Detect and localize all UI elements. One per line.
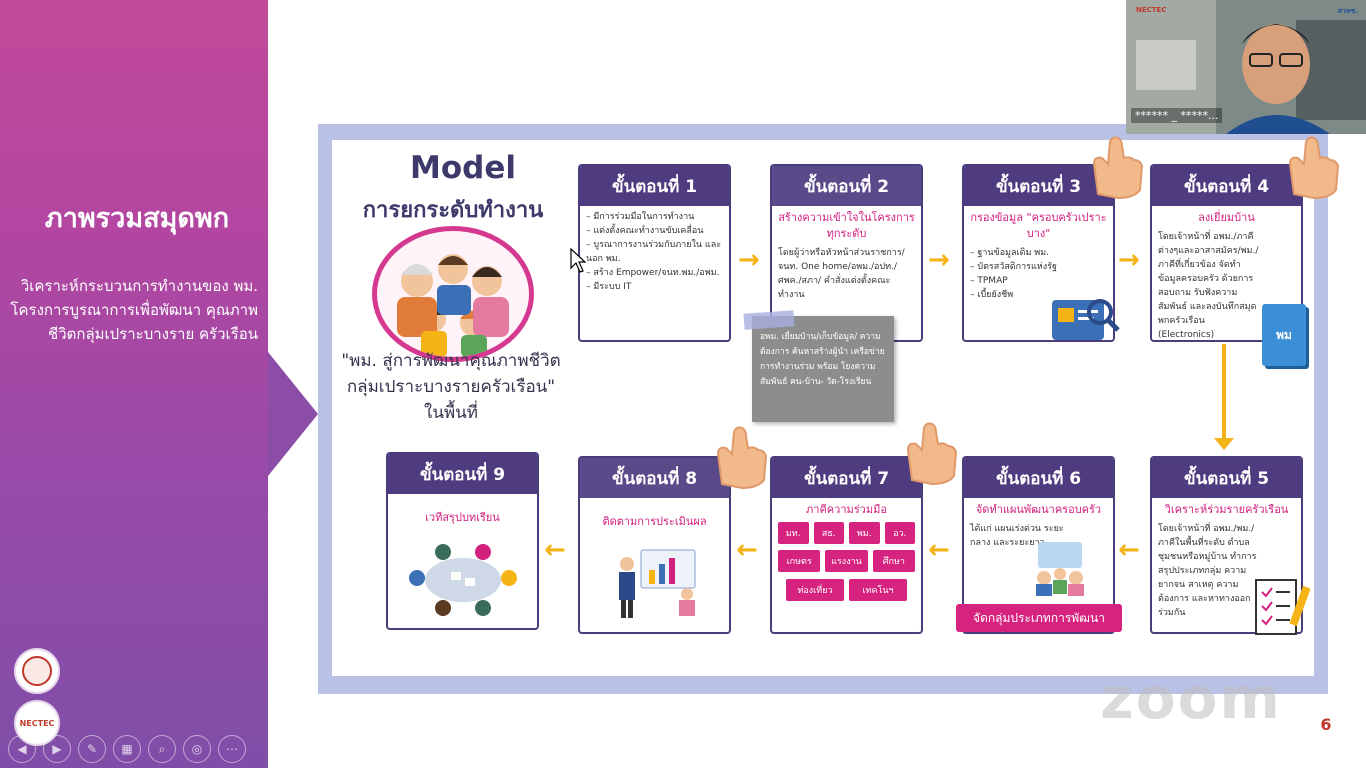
- participant-name: ****** _ *****...: [1131, 108, 1223, 123]
- partner-grid: มท. สธ. พม. อว.: [772, 518, 921, 548]
- arrow-right-icon: →: [928, 245, 950, 275]
- list-item: เบี้ยยังชีพ: [970, 288, 1107, 302]
- step-3-list: ฐานข้อมูลเดิม พม. บัตรสวัสดิการแห่งรัฐ T…: [964, 242, 1113, 306]
- partner-grid: เกษตร แรงงาน ศึกษา: [772, 548, 921, 574]
- arrow-left-icon: ←: [544, 535, 566, 565]
- step-9-subtitle: เวทีสรุปบทเรียน: [425, 511, 500, 524]
- step-4-subtitle: ลงเยี่ยมบ้าน: [1198, 211, 1255, 224]
- step-2-title: ขั้นตอนที่ 2: [772, 166, 921, 206]
- step-5-subtitle: วิเคราะห์ร่วมรายครัวเรือน: [1164, 503, 1289, 516]
- step-2-body: โดยผู้ว่าหรือหัวหน้าส่วนราชการ/จนท. One …: [778, 248, 905, 300]
- step-8-title: ขั้นตอนที่ 8: [580, 458, 729, 498]
- list-item: สร้าง Empower/จนท.พม./อพม.: [586, 266, 723, 280]
- hand-pointer-icon: [902, 420, 962, 486]
- partner-tag: พม.: [849, 522, 880, 544]
- zoom-watermark: zoom: [1100, 664, 1282, 732]
- family-illustration: [372, 226, 534, 362]
- zoom-magnifier-icon[interactable]: ⌕: [148, 735, 176, 763]
- arrow-right-icon: →: [1118, 245, 1140, 275]
- step-5-title: ขั้นตอนที่ 5: [1152, 458, 1301, 498]
- nectec-video-logo: NECTEC: [1136, 6, 1167, 14]
- step-3-subtitle: กรองข้อมูล "ครอบครัวเปราะบาง": [970, 211, 1107, 240]
- step-7-subtitle: ภาคีความร่วมมือ: [806, 503, 887, 516]
- partner-tag: เทคโนฯ: [849, 579, 907, 601]
- sidebar-pointer: [268, 352, 318, 476]
- arrow-left-icon: ←: [736, 535, 758, 565]
- arrow-left-icon: ←: [1118, 535, 1140, 565]
- step-3-title: ขั้นตอนที่ 3: [964, 166, 1113, 206]
- step-2-subtitle: สร้างความเข้าใจในโครงการ ทุกระดับ: [778, 211, 915, 240]
- partner-grid: ท่องเที่ยว เทคโนฯ: [772, 574, 921, 606]
- planning-meeting-icon: [1028, 540, 1092, 596]
- step-4-card: ขั้นตอนที่ 4 ลงเยี่ยมบ้าน โดยเจ้าหน้าที่…: [1150, 164, 1303, 342]
- list-item: ฐานข้อมูลเดิม พม.: [970, 246, 1107, 260]
- step-7-card: ขั้นตอนที่ 7 ภาคีความร่วมมือ มท. สธ. พม.…: [770, 456, 923, 634]
- list-item: TPMAP: [970, 274, 1107, 288]
- hand-pointer-icon: [712, 424, 772, 490]
- step-8-subtitle: ติดตามการประเมินผล: [602, 515, 707, 528]
- step-1-list: มีการร่วมมือในการทำงาน แต่งตั้งคณะทำงานข…: [580, 206, 729, 298]
- model-subtitle: การยกระดับทำงาน: [362, 198, 544, 223]
- evaluation-illustration: [607, 546, 703, 620]
- list-item: มีการร่วมมือในการทำงาน: [586, 210, 723, 224]
- step-6-title: ขั้นตอนที่ 6: [964, 458, 1113, 498]
- step-4-title: ขั้นตอนที่ 4: [1152, 166, 1301, 206]
- arrow-left-icon: ←: [928, 535, 950, 565]
- arrow-right-icon: →: [738, 245, 760, 275]
- next-slide-icon[interactable]: ▶: [43, 735, 71, 763]
- step-5-card: ขั้นตอนที่ 5 วิเคราะห์ร่วมรายครัวเรือน โ…: [1150, 456, 1303, 634]
- step-6-body: ได้แก่ แผนเร่งด่วน ระยะกลาง และระยะยาว: [970, 524, 1064, 548]
- previous-slide-icon[interactable]: ◀: [8, 735, 36, 763]
- hand-pointer-icon: [1088, 134, 1148, 200]
- partner-tag: ศึกษา: [872, 550, 915, 572]
- partner-tag: สธ.: [813, 522, 844, 544]
- list-item: บูรณาการงานร่วมกับภายใน และนอก พม.: [586, 238, 723, 266]
- step-9-card: ขั้นตอนที่ 9 เวทีสรุปบทเรียน: [386, 452, 539, 630]
- speaker-video[interactable]: NECTEC สวทช.: [1126, 0, 1366, 134]
- step-9-title: ขั้นตอนที่ 9: [388, 454, 537, 494]
- page-number: 6: [1306, 704, 1346, 744]
- search-data-illustration-icon: [1050, 290, 1120, 346]
- step-7-title: ขั้นตอนที่ 7: [772, 458, 921, 498]
- list-item: บัตรสวัสดิการแห่งรัฐ: [970, 260, 1107, 274]
- sticky-note: อพม. เยี่ยมบ้าน/เก็บข้อมูล/ ความต้องการ …: [752, 316, 894, 422]
- model-title: Model: [410, 150, 516, 186]
- step-5-body: โดยเจ้าหน้าที่ อพม./พม./ภาคีในพื้นที่ระด…: [1158, 524, 1257, 618]
- nstda-video-logo: สวทช.: [1337, 7, 1358, 15]
- page-subtitle: วิเคราะห์กระบวนการทำงานของ พม. โครงการบู…: [10, 277, 258, 343]
- step-8-card: ขั้นตอนที่ 8 ติดตามการประเมินผล: [578, 456, 731, 634]
- mouse-cursor-icon: [570, 247, 587, 278]
- partner-tag: มท.: [778, 522, 809, 544]
- page-title: ภาพรวมสมุดพก: [44, 203, 230, 234]
- hand-pointer-icon: [1284, 134, 1344, 200]
- slideshow-toolbar: ◀ ▶ ✎ ▦ ⌕ ◎ ⋯: [0, 734, 268, 764]
- list-item: มีระบบ IT: [586, 280, 723, 294]
- step-4-body: โดยเจ้าหน้าที่ อพม./ภาคีต่างๆและอาสาสมัค…: [1158, 232, 1259, 340]
- slides-grid-icon[interactable]: ▦: [113, 735, 141, 763]
- subtitle-icon[interactable]: ◎: [183, 735, 211, 763]
- more-options-icon[interactable]: ⋯: [218, 735, 246, 763]
- partner-tag: เกษตร: [778, 550, 821, 572]
- step-1-title: ขั้นตอนที่ 1: [580, 166, 729, 206]
- step-2-card: ขั้นตอนที่ 2 สร้างความเข้าใจในโครงการ ทุ…: [770, 164, 923, 342]
- step-6-subtitle: จัดทำแผนพัฒนาครอบครัว: [975, 503, 1102, 516]
- model-caption: "พม. สู่การพัฒนาคุณภาพชีวิต กลุ่มเปราะบา…: [341, 351, 561, 423]
- step-1-card: ขั้นตอนที่ 1 มีการร่วมมือในการทำงาน แต่ง…: [578, 164, 731, 342]
- checklist-icon: [1252, 576, 1311, 638]
- group-development-button[interactable]: จัดกลุ่มประเภทการพัฒนา: [956, 604, 1122, 632]
- household-book-icon: พม: [1262, 304, 1306, 366]
- partner-tag: ท่องเที่ยว: [786, 579, 844, 601]
- sidebar-panel: [0, 0, 268, 768]
- arrow-down-icon: [1214, 344, 1234, 450]
- ministry-seal-logo: [14, 648, 60, 694]
- list-item: แต่งตั้งคณะทำงานขับเคลื่อน: [586, 224, 723, 238]
- lesson-meeting-illustration: [403, 538, 523, 618]
- pen-icon[interactable]: ✎: [78, 735, 106, 763]
- partner-tag: อว.: [884, 522, 915, 544]
- partner-tag: แรงงาน: [825, 550, 868, 572]
